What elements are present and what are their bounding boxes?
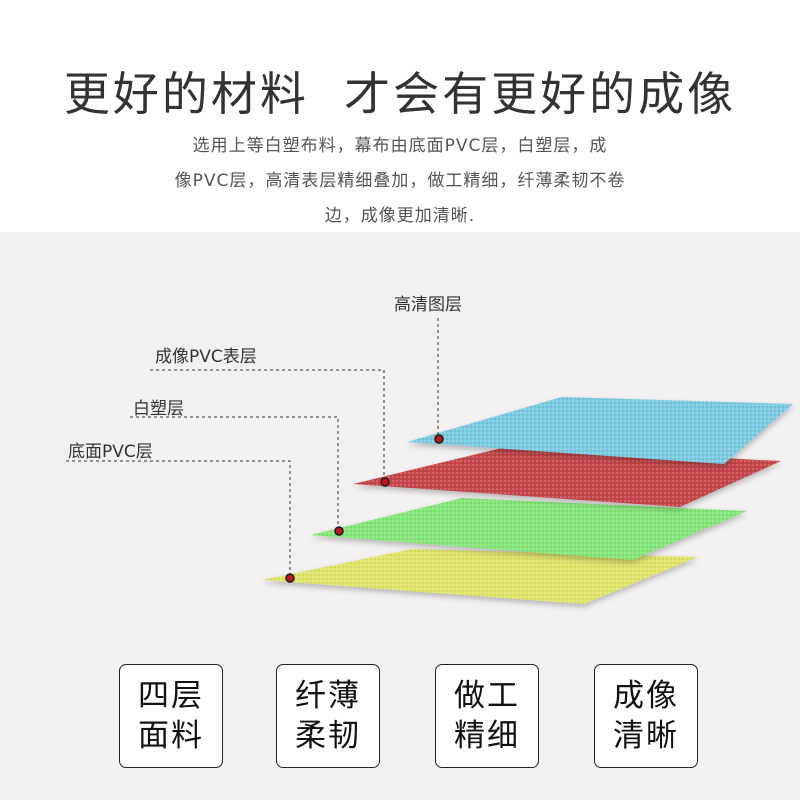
feature-text-line-1: 做工 bbox=[454, 678, 520, 714]
layer-diagram: 高清图层 成像PVC表层 白塑层 底面PVC层 四层 面料 纤薄 柔韧 做工 精… bbox=[0, 232, 800, 800]
feature-card-four-layers: 四层 面料 bbox=[119, 664, 223, 768]
layer-sheet-hd-layer bbox=[407, 397, 793, 464]
layer-label-hd-layer: 高清图层 bbox=[394, 295, 462, 315]
feature-card-fine-workmanship: 做工 精细 bbox=[435, 664, 539, 768]
layer-stack-graphic bbox=[66, 318, 793, 604]
feature-text-line-1: 成像 bbox=[613, 678, 679, 714]
layer-sheet-white-plastic bbox=[311, 498, 747, 560]
description-line-1: 选用上等白塑布料，幕布由底面PVC层，白塑层，成 bbox=[192, 136, 608, 156]
page-title: 更好的材料 才会有更好的成像 bbox=[63, 67, 737, 121]
feature-text-line-2: 精细 bbox=[454, 718, 520, 754]
marker-dot-white-plastic bbox=[334, 526, 344, 536]
feature-text-line-2: 柔韧 bbox=[295, 718, 361, 754]
description-line-2: 像PVC层，高清表层精细叠加，做工精细，纤薄柔韧不卷 bbox=[174, 171, 626, 191]
feature-card-thin-flexible: 纤薄 柔韧 bbox=[276, 664, 380, 768]
layer-sheet-bottom-pvc bbox=[262, 549, 698, 604]
marker-dot-hd-layer bbox=[434, 434, 444, 444]
layer-label-bottom-pvc: 底面PVC层 bbox=[68, 442, 153, 462]
feature-card-clear-imaging: 成像 清晰 bbox=[594, 664, 698, 768]
leader-line-white-plastic bbox=[130, 416, 339, 530]
layer-label-white-plastic: 白塑层 bbox=[133, 399, 184, 419]
feature-text-line-1: 四层 bbox=[138, 678, 204, 714]
header: 更好的材料 才会有更好的成像 选用上等白塑布料，幕布由底面PVC层，白塑层，成 … bbox=[0, 0, 800, 232]
marker-dot-bottom-pvc bbox=[285, 573, 295, 583]
feature-text-line-2: 清晰 bbox=[613, 718, 679, 754]
feature-text-line-1: 纤薄 bbox=[295, 678, 361, 714]
description-line-3: 边，成像更加清晰. bbox=[324, 206, 476, 226]
layer-sheet-imaging-pvc bbox=[353, 447, 781, 507]
feature-text-line-2: 面料 bbox=[138, 718, 204, 754]
layer-label-imaging-pvc: 成像PVC表层 bbox=[155, 347, 257, 367]
leader-line-bottom-pvc bbox=[66, 460, 291, 578]
leader-line-imaging-pvc bbox=[150, 369, 385, 482]
marker-dot-imaging-pvc bbox=[380, 477, 390, 487]
